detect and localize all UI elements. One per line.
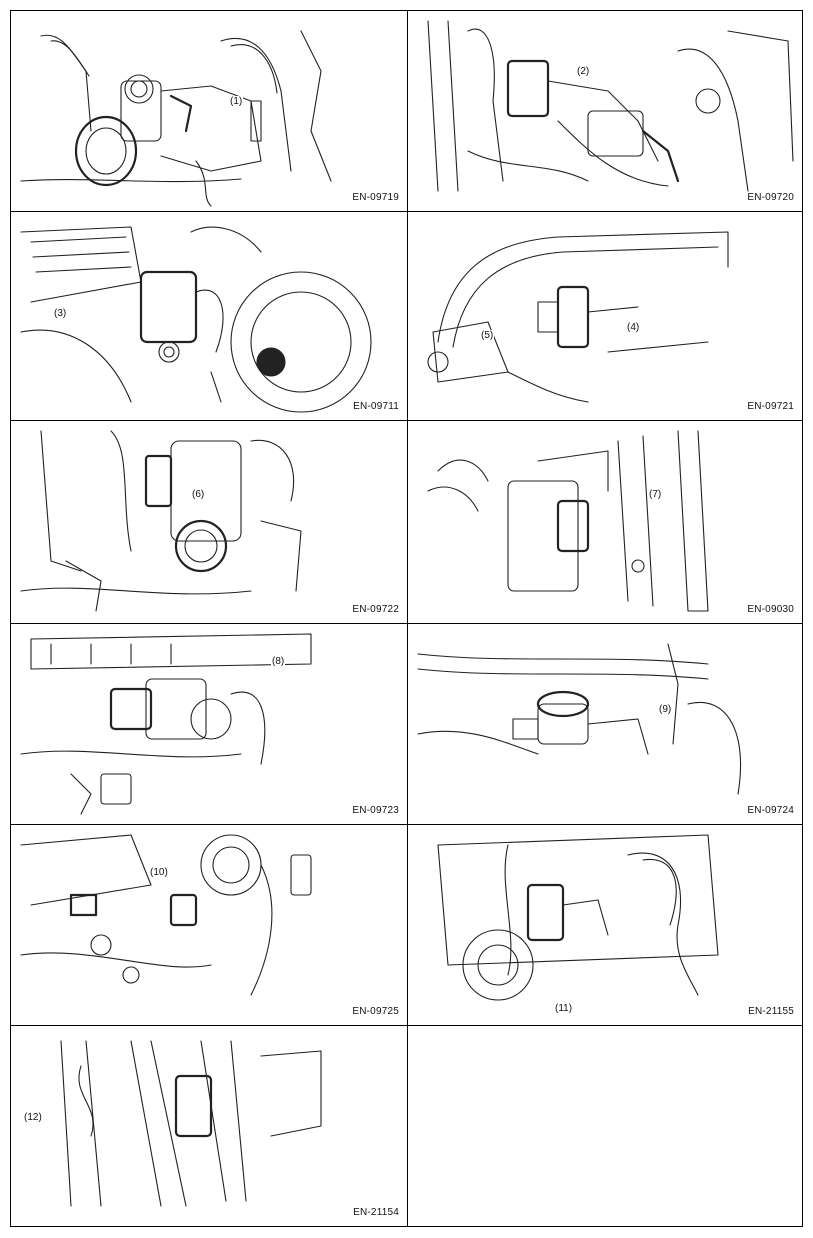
figure-grid: [10, 10, 803, 1227]
figure-8: (9) EN-09724: [408, 624, 802, 824]
engine-illustration-9: [20, 834, 312, 996]
figure-code-4: EN-09721: [747, 401, 794, 412]
callout-12: (12): [23, 1112, 43, 1123]
engine-illustration-2: [427, 20, 794, 192]
figure-code-6: EN-09030: [747, 604, 794, 615]
figure-code-8: EN-09724: [747, 805, 794, 816]
callout-5: (5): [480, 330, 495, 341]
engine-illustration-4: [427, 231, 729, 403]
figure-code-9: EN-09725: [352, 1006, 399, 1017]
figure-11: (12) EN-21154: [11, 1026, 407, 1226]
callout-7: (7): [648, 489, 663, 500]
engine-illustration-3: [20, 226, 372, 413]
figure-code-3: EN-09711: [353, 401, 399, 412]
figure-10: (11) EN-21155: [408, 825, 802, 1025]
callout-9: (9): [658, 704, 673, 715]
callout-1: (1): [229, 96, 244, 107]
figure-3: (3) EN-09711: [11, 212, 407, 420]
figure-code-11: EN-21154: [353, 1207, 399, 1218]
callout-6: (6): [191, 489, 206, 500]
figure-code-1: EN-09719: [352, 192, 399, 203]
engine-illustration-10: [437, 834, 719, 1001]
callout-4: (4): [626, 322, 641, 333]
engine-illustration-5: [20, 430, 302, 612]
engine-illustration-11: [60, 1040, 322, 1207]
figure-7: (8) EN-09723: [11, 624, 407, 824]
callout-11: (11): [554, 1003, 574, 1014]
figure-empty: [408, 1026, 802, 1226]
engine-illustration-1: [20, 30, 332, 207]
callout-10: (10): [149, 867, 169, 878]
figure-2: (2) EN-09720: [408, 11, 802, 211]
callout-8: (8): [271, 656, 286, 667]
figure-9: (10) EN-09725: [11, 825, 407, 1025]
callout-3: (3): [53, 308, 68, 319]
figure-code-10: EN-21155: [748, 1006, 794, 1017]
figure-6: (7) EN-09030: [408, 421, 802, 623]
figure-code-2: EN-09720: [747, 192, 794, 203]
figure-code-5: EN-09722: [352, 604, 399, 615]
figure-1: (1) EN-09719: [11, 11, 407, 211]
callout-2: (2): [576, 66, 591, 77]
engine-illustration-8: [417, 643, 742, 795]
figure-5: (6) EN-09722: [11, 421, 407, 623]
engine-illustration-6: [427, 430, 709, 612]
figure-4: (4) (5) EN-09721: [408, 212, 802, 420]
engine-illustration-7: [20, 633, 312, 815]
figure-code-7: EN-09723: [352, 805, 399, 816]
